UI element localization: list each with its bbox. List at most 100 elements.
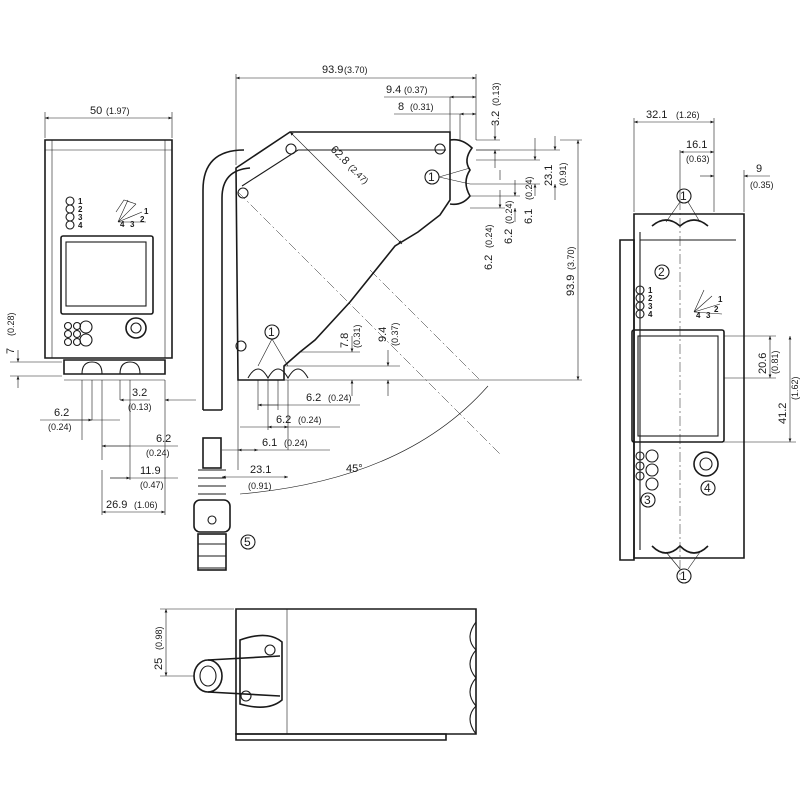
dim-16-1-in: (0.63) — [686, 154, 710, 164]
dim-3-2-front-in: (0.13) — [128, 402, 152, 412]
angle-label: 45° — [346, 463, 363, 475]
zone-label: 2 — [140, 215, 145, 224]
dim-6-1-lower: 6.1 — [262, 437, 277, 449]
bottom-view: 25 (0.98) — [153, 608, 477, 741]
dim-6-2-right-a-in: (0.24) — [504, 200, 514, 224]
dim-6-2-front-b-in: (0.24) — [146, 448, 170, 458]
dim-6-2-right-b: 6.2 — [483, 255, 495, 270]
callout-1: 1 — [268, 325, 275, 339]
dim-23-1-lower-in: (0.91) — [248, 481, 272, 491]
screw-icon — [237, 187, 249, 199]
callout-1: 1 — [428, 170, 435, 184]
callout-3: 3 — [644, 493, 651, 507]
connector-icon — [193, 437, 231, 571]
dim-32-1: 32.1 — [646, 109, 667, 121]
dim-3-2-right-in: (0.13) — [491, 82, 501, 106]
front-view: 1 2 3 4 4 3 2 1 50 (1.97) — [5, 105, 196, 515]
dim-23-1-lower: 23.1 — [250, 464, 271, 476]
dim-9-4-lower: 9.4 — [377, 327, 389, 342]
callout-5: 5 — [244, 535, 251, 549]
led-label: 2 — [648, 294, 653, 303]
dim-6-1-lower-in: (0.24) — [284, 438, 308, 448]
minus-button-icon — [79, 320, 93, 334]
dim-6-2-right-b-in: (0.24) — [484, 224, 494, 248]
dim-16-1: 16.1 — [686, 139, 707, 151]
dim-6-1-right-in: (0.24) — [524, 176, 534, 200]
dim-93-9-side-in: (3.70) — [566, 246, 576, 270]
dim-6-1-right: 6.1 — [523, 209, 535, 224]
dim-front-width: 50 — [90, 105, 102, 117]
dim-93-9-top: 93.9 — [322, 64, 343, 76]
dim-93-9-side: 93.9 — [565, 275, 577, 296]
led-label: 4 — [648, 310, 653, 319]
zone-label: 4 — [696, 311, 701, 320]
dim-20-6: 20.6 — [757, 353, 769, 374]
dim-62-8: 62.8 — [328, 144, 352, 168]
dim-7-in: (0.28) — [6, 312, 16, 336]
dim-6-2-lower-b: 6.2 — [276, 414, 291, 426]
dim-6-2-lower-a-in: (0.24) — [328, 393, 352, 403]
zone-label: 1 — [144, 207, 149, 216]
dim-7-8: 7.8 — [339, 333, 351, 348]
dim-23-1-right: 23.1 — [543, 165, 555, 186]
zone-sector-icon: 4 3 2 1 — [115, 199, 149, 229]
zone-label: 2 — [714, 305, 719, 314]
dim-26-9: 26.9 — [106, 499, 127, 511]
dim-20-6-in: (0.81) — [770, 350, 780, 374]
callout-1: 1 — [680, 189, 687, 203]
warning-button-icon — [645, 463, 659, 477]
dim-9-in: (0.35) — [750, 180, 774, 190]
zone-label: 3 — [130, 220, 135, 229]
dim-6-2-front-a: 6.2 — [54, 407, 69, 419]
zone-sector-icon: 4 3 2 1 — [693, 289, 723, 320]
dim-9-4-top-in: (0.37) — [404, 85, 428, 95]
dim-9-4-lower-in: (0.37) — [390, 322, 400, 346]
dim-41-2-in: (1.62) — [790, 376, 800, 400]
dim-11-9: 11.9 — [140, 465, 161, 477]
dim-6-2-right-a: 6.2 — [503, 229, 515, 244]
zone-label: 4 — [120, 220, 125, 229]
screw-icon — [285, 143, 297, 155]
callout-4: 4 — [704, 481, 711, 495]
dim-23-1-right-in: (0.91) — [558, 162, 568, 186]
dim-3-2-right: 3.2 — [490, 111, 502, 126]
led-label: 3 — [78, 213, 83, 222]
zone-label: 3 — [706, 311, 711, 320]
screw-icon — [264, 644, 276, 656]
dim-9: 9 — [756, 163, 762, 175]
dim-6-2-lower-b-in: (0.24) — [298, 415, 322, 425]
dim-6-2-front-b: 6.2 — [156, 433, 171, 445]
dim-25: 25 — [153, 658, 165, 670]
led-label: 4 — [78, 221, 83, 230]
right-view: 1 2 3 4 4 3 2 1 32.1 (1.26) 16.1 (0.63) — [619, 109, 800, 584]
dim-25-in: (0.98) — [154, 626, 164, 650]
dim-7-8-in: (0.31) — [352, 324, 362, 348]
callout-1: 1 — [680, 569, 687, 583]
dim-93-9-top-in: (3.70) — [344, 65, 368, 75]
dim-3-2-front: 3.2 — [132, 387, 147, 399]
dim-front-width-in: (1.97) — [106, 106, 130, 116]
side-view: 93.9 (3.70) 9.4 (0.37) 8 (0.31) 3.2 (0.1… — [193, 64, 582, 571]
callout-2: 2 — [658, 265, 665, 279]
dim-7: 7 — [5, 348, 17, 354]
dim-6-2-lower-a: 6.2 — [306, 392, 321, 404]
led-label: 3 — [648, 302, 653, 311]
dim-26-9-in: (1.06) — [134, 500, 158, 510]
rotary-knob-icon — [125, 317, 147, 339]
dim-9-4-top: 9.4 — [386, 84, 401, 96]
minus-button-icon — [645, 449, 659, 463]
screw-icon — [434, 143, 446, 155]
led-label: 2 — [78, 205, 83, 214]
rotary-knob-icon — [693, 451, 719, 477]
check-button-icon — [79, 333, 93, 347]
zone-label: 1 — [718, 295, 723, 304]
dim-6-2-front-a-in: (0.24) — [48, 422, 72, 432]
dim-41-2: 41.2 — [777, 403, 789, 424]
led-label: 1 — [648, 286, 653, 295]
check-button-icon — [645, 477, 659, 491]
dim-62-8-in: (2.47) — [347, 162, 371, 186]
dim-8-top-in: (0.31) — [410, 102, 434, 112]
screw-icon — [235, 340, 247, 352]
dim-11-9-in: (0.47) — [140, 480, 164, 490]
